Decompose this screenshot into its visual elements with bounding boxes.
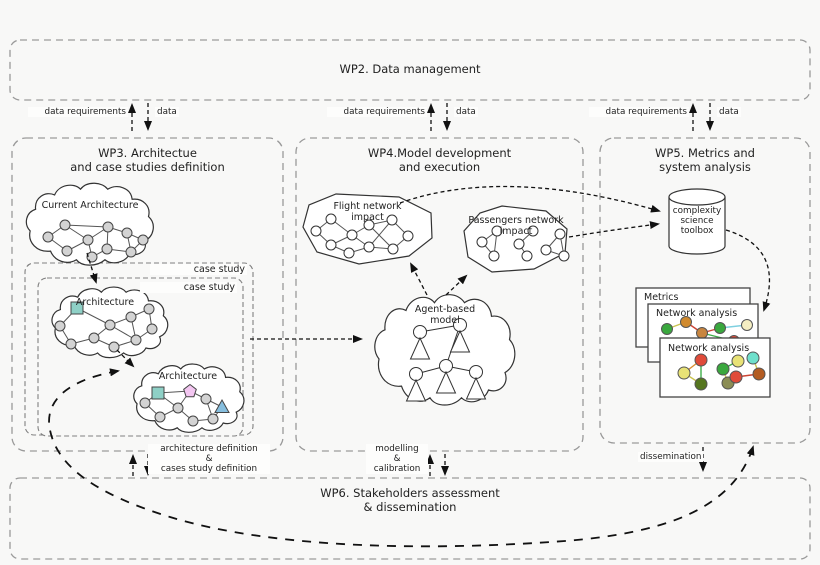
flight-network-graph — [310, 213, 414, 259]
modelling-line3: calibration — [373, 464, 421, 474]
passengers-network-label: Passengers network impact — [455, 215, 577, 237]
wp6-title-line2: & dissemination — [363, 500, 457, 514]
flight-label-line2: impact — [351, 212, 384, 223]
blue-triangle-node — [214, 398, 230, 413]
case-study-inner-label: case study — [140, 282, 237, 293]
architecture-cloud-2 — [134, 364, 244, 432]
wp5-title-line1: WP5. Metrics and — [655, 146, 755, 160]
modelling-line2: & — [393, 454, 401, 464]
architecture-definition-line3: cases study definition — [160, 464, 258, 474]
architecture-definition-label: architecture definition & cases study de… — [148, 444, 270, 474]
data-label-wp4: data — [454, 107, 478, 117]
architecture-to-architecture-arrow — [116, 349, 135, 368]
person-figure — [409, 325, 431, 360]
wp4-title-line1: WP4.Model development — [367, 146, 512, 160]
network-analysis-label-front: Network analysis — [668, 343, 750, 354]
abm-label-line1: Agent-based — [414, 304, 476, 315]
agent-based-model-cloud — [375, 295, 515, 405]
network-analysis-card-front — [659, 337, 771, 398]
person-figure — [405, 367, 427, 402]
wp4-title-line2: and execution — [398, 160, 481, 174]
flight-network-octagon — [302, 193, 433, 265]
wp6-title-line1: WP6. Stakeholders assessment — [320, 486, 500, 500]
flight-to-toolbox-arrow — [399, 185, 661, 213]
metrics-card-stack — [635, 287, 771, 398]
architecture-label-1: Architecture — [75, 297, 135, 308]
toolbox-label-line1: complexity — [672, 206, 722, 216]
wp3-title: WP3. Architectue and case studies defini… — [12, 146, 283, 174]
data-requirements-label-wp5: data requirements — [589, 107, 689, 117]
network-analysis-label-middle: Network analysis — [656, 308, 738, 319]
abm-label-line2: model — [430, 315, 460, 326]
modelling-line1: modelling — [375, 444, 419, 454]
agent-network — [405, 318, 487, 402]
wp4-title: WP4.Model development and execution — [296, 146, 583, 174]
wp4-box — [295, 137, 584, 452]
current-architecture-label: Current Architecture — [41, 200, 139, 211]
data-requirements-label-wp4: data requirements — [327, 107, 427, 117]
flight-label-line1: Flight network — [333, 201, 402, 212]
passengers-to-toolbox-arrow — [568, 221, 660, 238]
wp2-title: WP2. Data management — [339, 62, 481, 76]
data-requirements-label-wp3: data requirements — [28, 107, 128, 117]
wp3-title-line2: and case studies definition — [70, 160, 225, 174]
person-figure — [435, 359, 457, 394]
current-architecture-cloud — [26, 183, 153, 265]
teal-square-node — [151, 386, 165, 400]
person-figure — [449, 318, 471, 353]
case-study-outer-label: case study — [150, 264, 247, 275]
passengers-network-graph — [476, 225, 570, 262]
flow-arrows — [86, 103, 771, 476]
wp3-title-line1: WP3. Architectue — [98, 146, 197, 160]
toolbox-label-line3: toolbox — [680, 226, 714, 236]
architecture-network-2 — [139, 383, 230, 427]
teal-square-node — [70, 301, 84, 315]
dissemination-label: dissemination — [638, 452, 704, 462]
passengers-network-octagon — [463, 205, 570, 273]
toolbox-label: complexity science toolbox — [669, 206, 725, 236]
wp6-title: WP6. Stakeholders assessment & dissemina… — [10, 486, 810, 514]
passengers-label-line1: Passengers network — [468, 215, 564, 226]
data-label-wp3: data — [155, 107, 179, 117]
current-architecture-network — [42, 219, 149, 263]
passengers-label-line2: impact — [499, 226, 533, 237]
pink-pentagon-node — [183, 383, 197, 398]
architecture-cloud-1 — [52, 287, 168, 358]
modelling-calibration-label: modelling & calibration — [366, 444, 428, 474]
wp3-box — [11, 137, 284, 452]
architecture-definition-line2: & — [205, 454, 213, 464]
toolbox-to-metrics-arrow — [725, 229, 771, 312]
architecture-definition-line1: architecture definition — [160, 444, 258, 454]
person-figure — [465, 365, 487, 400]
current-to-architecture-arrow — [86, 252, 98, 284]
abm-to-flight-arrow — [410, 262, 428, 296]
abm-to-passengers-arrow — [445, 274, 468, 296]
toolbox-cylinder — [668, 188, 726, 255]
wp5-title-line2: system analysis — [659, 160, 751, 174]
wp5-title: WP5. Metrics and system analysis — [600, 146, 810, 174]
toolbox-label-line2: science — [680, 216, 714, 226]
wp2-box — [9, 39, 811, 101]
flight-network-label: Flight network impact — [310, 201, 425, 223]
network-graph-front — [677, 351, 766, 391]
metrics-card-label: Metrics — [644, 292, 679, 303]
architecture-label-2: Architecture — [158, 371, 218, 382]
data-label-wp5: data — [717, 107, 741, 117]
agent-based-model-label: Agent-based model — [390, 304, 500, 326]
wp6-box — [9, 477, 811, 560]
architecture-network-1 — [54, 301, 158, 353]
